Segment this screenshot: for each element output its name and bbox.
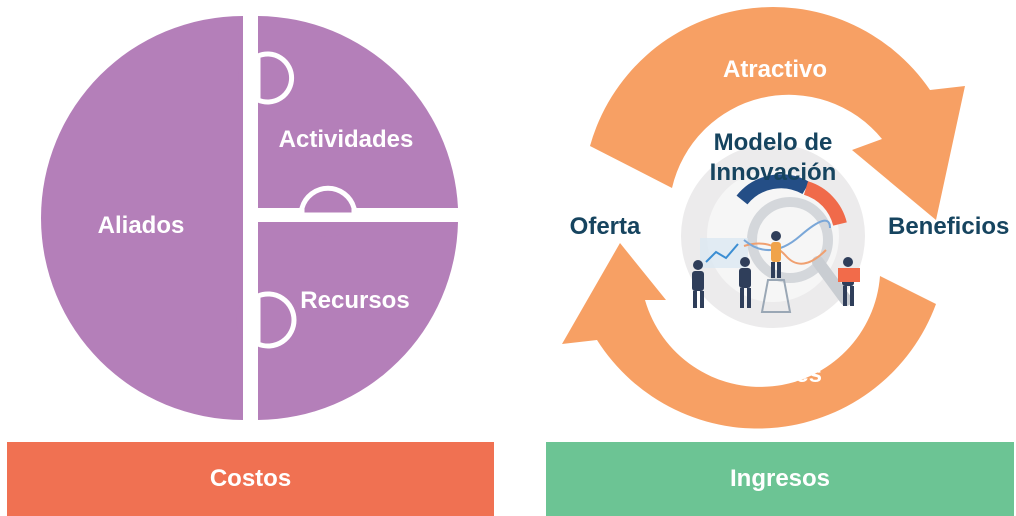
label-center-title-line1: Modelo de (714, 129, 833, 156)
puzzle-gap-horizontal (258, 208, 463, 222)
puzzle-piece-actividades (258, 16, 458, 208)
label-center-title-line2: Innovación (710, 159, 837, 186)
costos-label: Costos (209, 465, 292, 492)
label-recursos: Recursos (300, 287, 409, 314)
cycle-arrow-top (590, 7, 965, 221)
puzzle-gap-vertical (243, 10, 258, 430)
cycle-arrow-bottom (562, 243, 936, 429)
business-team-illustration (692, 174, 860, 313)
label-actividades: Actividades (279, 126, 414, 153)
ingresos-bar: Ingresos (546, 442, 1014, 516)
puzzle-piece-aliados (41, 16, 243, 420)
puzzle-piece-recursos (258, 222, 458, 420)
puzzle-knob-middle-outline (299, 185, 357, 218)
label-oferta: Oferta (570, 213, 641, 240)
costos-bar: Costos (7, 442, 494, 516)
label-atractivo: Atractivo (723, 56, 827, 83)
innovation-cycle: Modelo de Innovación Atractivo Canales O… (562, 7, 1009, 429)
puzzle-diagram: Aliados Actividades Recursos (41, 10, 463, 430)
puzzle-knob-bottom-outline (255, 291, 297, 349)
puzzle-knob-top-outline (255, 51, 295, 105)
label-canales: Canales (730, 361, 822, 388)
label-beneficios: Beneficios (888, 213, 1009, 240)
label-aliados: Aliados (98, 212, 185, 239)
ingresos-label: Ingresos (729, 465, 831, 492)
